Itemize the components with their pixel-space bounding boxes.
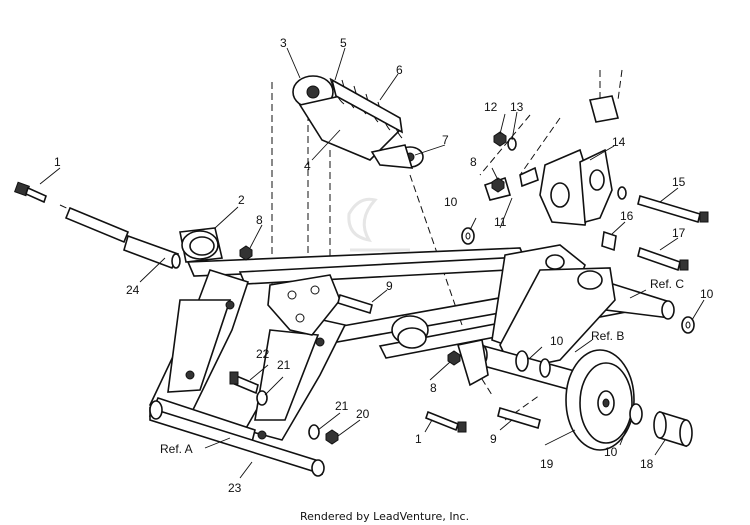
- callout-11: 11: [494, 215, 507, 229]
- hardware-washer-21: [256, 390, 320, 440]
- callout-10-bottom: 10: [604, 445, 618, 459]
- callout-16: 16: [620, 209, 634, 223]
- hardware-bolt-15: [617, 186, 709, 224]
- ref-c-label: Ref. C: [650, 277, 684, 291]
- hardware-nut-20: [325, 429, 339, 445]
- callout-9-lower: 9: [490, 432, 497, 446]
- callout-4: 4: [304, 159, 311, 173]
- callout-18: 18: [640, 457, 654, 471]
- hardware-nut-8-upper: [491, 177, 505, 193]
- callout-23: 23: [228, 481, 242, 495]
- callout-24: 24: [126, 283, 140, 297]
- callout-10-left: 10: [444, 195, 458, 209]
- hardware-bolt-9-upper: [337, 293, 373, 315]
- callout-9-upper: 9: [386, 279, 393, 293]
- leader-lines: [39, 47, 705, 479]
- rear-bracket: [491, 244, 616, 371]
- front-arm-frame: [148, 269, 347, 477]
- sleeve-bushings: [64, 206, 429, 349]
- hardware-bolt-1-lower: [425, 410, 467, 433]
- hardware-nut-12: [493, 131, 507, 147]
- hardware-washer-10-right: [681, 316, 695, 334]
- reference-labels: Ref. A Ref. B Ref. C: [160, 277, 684, 456]
- callout-8-upper: 8: [470, 155, 477, 169]
- callout-14: 14: [612, 135, 626, 149]
- callout-21-lower: 21: [335, 399, 349, 413]
- shock-mount-bracket: [267, 274, 489, 387]
- hardware-bolt-17: [637, 246, 689, 272]
- shock-absorber: [292, 75, 424, 169]
- callout-8-lower: 8: [430, 381, 437, 395]
- callout-1-top: 1: [54, 155, 61, 169]
- bolt-1-top: [14, 181, 47, 204]
- callout-2: 2: [238, 193, 245, 207]
- idler-wheel-assembly: [472, 343, 693, 451]
- callout-19: 19: [540, 457, 554, 471]
- callout-1-lower: 1: [415, 432, 422, 446]
- hardware-washer-10-left: [461, 227, 475, 245]
- callout-3: 3: [280, 36, 287, 50]
- callout-17: 17: [672, 226, 686, 240]
- hardware-pin-16: [601, 230, 617, 252]
- callout-7: 7: [442, 133, 449, 147]
- hardware-nut-8-mid: [239, 245, 253, 261]
- callout-6: 6: [396, 63, 403, 77]
- callout-10-middle: 10: [550, 334, 564, 348]
- callout-21-upper: 21: [277, 358, 291, 372]
- callout-5: 5: [340, 36, 347, 50]
- rear-shock-mount: [483, 69, 623, 226]
- callout-20: 20: [356, 407, 370, 421]
- callout-12: 12: [484, 100, 498, 114]
- rendered-by-footer: Rendered by LeadVenture, Inc.: [300, 510, 469, 523]
- callout-22: 22: [256, 347, 270, 361]
- hardware-nut-8-lower: [447, 350, 461, 366]
- callout-8-mid: 8: [256, 213, 263, 227]
- callout-labels: 1 2 3 4 5 6 7 8 8 8 9 9 10 10 10 10 11 1…: [54, 36, 714, 495]
- hardware-bolt-9-lower: [497, 406, 541, 430]
- callout-15: 15: [672, 175, 686, 189]
- alignment-lines: [59, 82, 561, 421]
- ref-b-label: Ref. B: [591, 329, 624, 343]
- hardware-bolt-22: [229, 371, 259, 395]
- callout-10-right: 10: [700, 287, 714, 301]
- callout-13: 13: [510, 100, 524, 114]
- ref-a-label: Ref. A: [160, 442, 193, 456]
